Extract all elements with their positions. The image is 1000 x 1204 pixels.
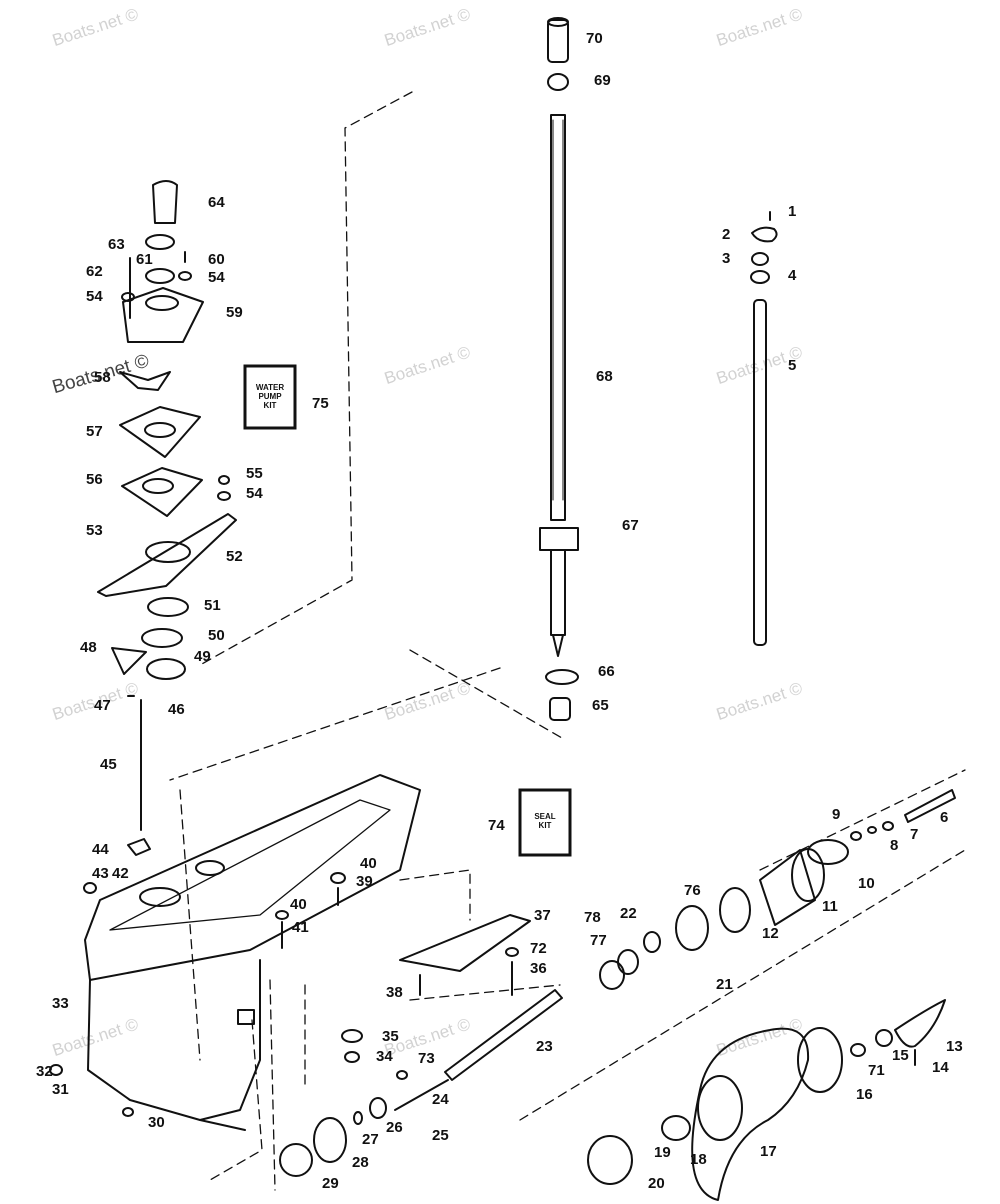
callout-33[interactable]: 33 bbox=[52, 995, 69, 1012]
callout-56[interactable]: 56 bbox=[86, 471, 103, 488]
callout-29[interactable]: 29 bbox=[322, 1175, 339, 1192]
callout-48[interactable]: 48 bbox=[80, 639, 97, 656]
callout-57[interactable]: 57 bbox=[86, 423, 103, 440]
callout-20[interactable]: 20 bbox=[648, 1175, 665, 1192]
callout-28[interactable]: 28 bbox=[352, 1154, 369, 1171]
callout-21[interactable]: 21 bbox=[716, 976, 733, 993]
propshaft-assembly bbox=[279, 789, 956, 1177]
callout-14[interactable]: 14 bbox=[932, 1059, 949, 1076]
callout-35[interactable]: 35 bbox=[382, 1028, 399, 1045]
callout-18[interactable]: 18 bbox=[690, 1151, 707, 1168]
callout-45[interactable]: 45 bbox=[100, 756, 117, 773]
kit-boxes bbox=[243, 364, 572, 857]
callout-52[interactable]: 52 bbox=[226, 548, 243, 565]
seal-kit-label: SEAL KIT bbox=[534, 812, 556, 830]
misc-hardware bbox=[49, 872, 531, 1080]
callout-22[interactable]: 22 bbox=[620, 905, 637, 922]
callout-70[interactable]: 70 bbox=[586, 30, 603, 47]
callout-31[interactable]: 31 bbox=[52, 1081, 69, 1098]
callout-38[interactable]: 38 bbox=[386, 984, 403, 1001]
callout-24[interactable]: 24 bbox=[432, 1091, 449, 1108]
callout-41[interactable]: 41 bbox=[292, 919, 309, 936]
callout-40[interactable]: 40 bbox=[290, 896, 307, 913]
callout-26[interactable]: 26 bbox=[386, 1119, 403, 1136]
callout-60[interactable]: 60 bbox=[208, 251, 225, 268]
callout-16[interactable]: 16 bbox=[856, 1086, 873, 1103]
callout-54[interactable]: 54 bbox=[86, 288, 103, 305]
callout-46[interactable]: 46 bbox=[168, 701, 185, 718]
callout-53[interactable]: 53 bbox=[86, 522, 103, 539]
callout-74[interactable]: 74 bbox=[488, 817, 505, 834]
callout-68[interactable]: 68 bbox=[596, 368, 613, 385]
callout-50[interactable]: 50 bbox=[208, 627, 225, 644]
callout-47[interactable]: 47 bbox=[94, 697, 111, 714]
propeller-assembly bbox=[587, 999, 946, 1201]
callout-77[interactable]: 77 bbox=[590, 932, 607, 949]
callout-69[interactable]: 69 bbox=[594, 72, 611, 89]
callout-55[interactable]: 55 bbox=[246, 465, 263, 482]
driveshaft-assembly bbox=[539, 17, 579, 721]
callout-76[interactable]: 76 bbox=[684, 882, 701, 899]
callout-63[interactable]: 63 bbox=[108, 236, 125, 253]
callout-78[interactable]: 78 bbox=[584, 909, 601, 926]
callout-62[interactable]: 62 bbox=[86, 263, 103, 280]
shift-rod-assembly bbox=[750, 211, 778, 646]
callout-17[interactable]: 17 bbox=[760, 1143, 777, 1160]
callout-42[interactable]: 42 bbox=[112, 865, 129, 882]
callout-19[interactable]: 19 bbox=[654, 1144, 671, 1161]
callout-59[interactable]: 59 bbox=[226, 304, 243, 321]
callout-1[interactable]: 1 bbox=[788, 203, 797, 220]
callout-8[interactable]: 8 bbox=[890, 837, 899, 854]
callout-25[interactable]: 25 bbox=[432, 1127, 449, 1144]
callout-66[interactable]: 66 bbox=[598, 663, 615, 680]
callout-61[interactable]: 61 bbox=[136, 251, 153, 268]
callout-37[interactable]: 37 bbox=[534, 907, 551, 924]
callout-51[interactable]: 51 bbox=[204, 597, 221, 614]
callout-30[interactable]: 30 bbox=[148, 1114, 165, 1131]
alignment-lines bbox=[169, 91, 966, 1191]
callout-39[interactable]: 39 bbox=[356, 873, 373, 890]
water-pump-assembly bbox=[97, 180, 237, 856]
callout-32[interactable]: 32 bbox=[36, 1063, 53, 1080]
callout-64[interactable]: 64 bbox=[208, 194, 225, 211]
callout-2[interactable]: 2 bbox=[722, 226, 731, 243]
callout-54[interactable]: 54 bbox=[208, 269, 225, 286]
gearcase-housing bbox=[83, 774, 421, 1131]
water-pump-kit-label: WATER PUMP KIT bbox=[255, 383, 285, 410]
callout-73[interactable]: 73 bbox=[418, 1050, 435, 1067]
callout-6[interactable]: 6 bbox=[940, 809, 949, 826]
callout-7[interactable]: 7 bbox=[910, 826, 919, 843]
callout-71[interactable]: 71 bbox=[868, 1062, 885, 1079]
callout-11[interactable]: 11 bbox=[822, 898, 838, 915]
callout-54[interactable]: 54 bbox=[246, 485, 263, 502]
callout-10[interactable]: 10 bbox=[858, 875, 875, 892]
callout-58[interactable]: 58 bbox=[94, 369, 111, 386]
callout-13[interactable]: 13 bbox=[946, 1038, 963, 1055]
callout-43[interactable]: 43 bbox=[92, 865, 109, 882]
callout-23[interactable]: 23 bbox=[536, 1038, 553, 1055]
callout-4[interactable]: 4 bbox=[788, 267, 797, 284]
callout-67[interactable]: 67 bbox=[622, 517, 639, 534]
callout-5[interactable]: 5 bbox=[788, 357, 797, 374]
callout-40[interactable]: 40 bbox=[360, 855, 377, 872]
callout-9[interactable]: 9 bbox=[832, 806, 841, 823]
callout-72[interactable]: 72 bbox=[530, 940, 547, 957]
callout-65[interactable]: 65 bbox=[592, 697, 609, 714]
callout-49[interactable]: 49 bbox=[194, 648, 211, 665]
callout-27[interactable]: 27 bbox=[362, 1131, 379, 1148]
callout-3[interactable]: 3 bbox=[722, 250, 731, 267]
callout-12[interactable]: 12 bbox=[762, 925, 779, 942]
callout-44[interactable]: 44 bbox=[92, 841, 109, 858]
callout-36[interactable]: 36 bbox=[530, 960, 547, 977]
callout-75[interactable]: 75 bbox=[312, 395, 329, 412]
callout-15[interactable]: 15 bbox=[892, 1047, 909, 1064]
callout-34[interactable]: 34 bbox=[376, 1048, 393, 1065]
